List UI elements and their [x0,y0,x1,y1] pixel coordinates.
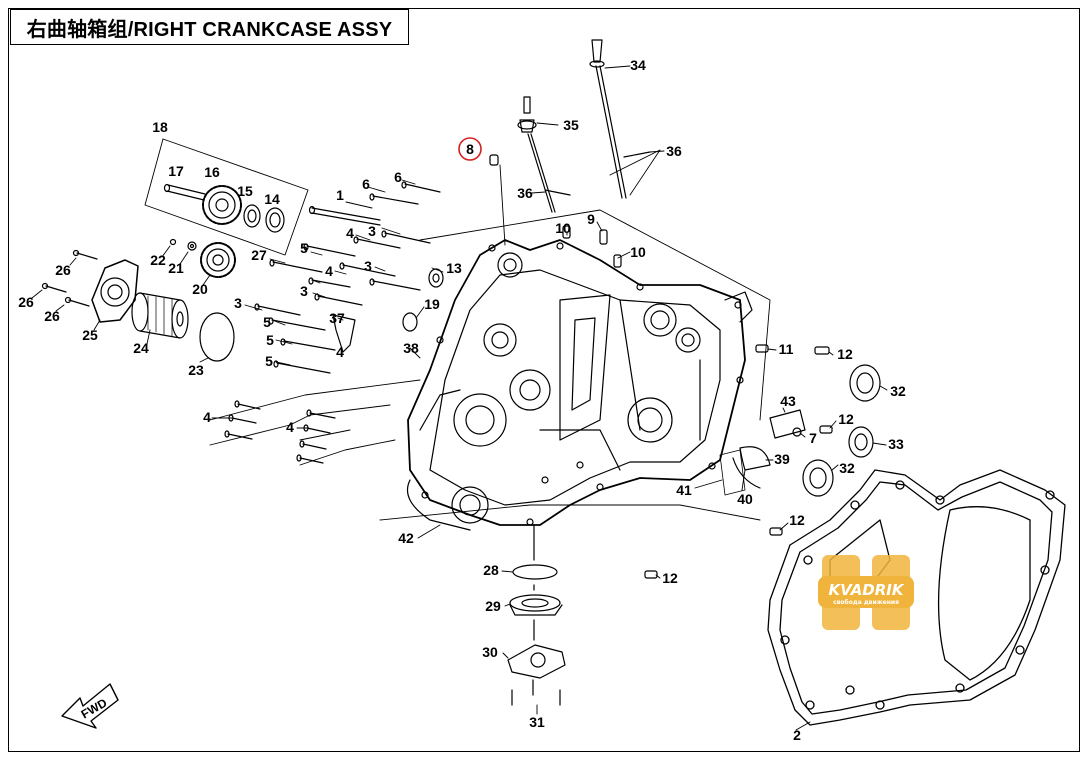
bolts-and-studs [224,154,833,579]
callout-24: 24 [133,340,149,356]
callout-32: 32 [839,460,855,476]
callout-5: 5 [266,332,274,348]
highlight-circle-part-8 [458,137,482,161]
oil-strainer-stack [507,524,566,706]
callout-4: 4 [336,344,344,360]
callout-14: 14 [264,191,280,207]
callout-43: 43 [780,393,796,409]
title-box: 右曲轴箱组/RIGHT CRANKCASE ASSY [10,9,409,45]
bearings [719,364,881,497]
callout-10: 10 [630,244,646,260]
callout-40: 40 [737,491,753,507]
callout-34: 34 [630,57,646,73]
callout-15: 15 [237,183,253,199]
callout-26: 26 [55,262,71,278]
callout-3: 3 [234,295,242,311]
callout-13: 13 [446,260,462,276]
callout-27: 27 [251,247,267,263]
callout-4: 4 [286,419,294,435]
diagram-frame [8,8,1080,752]
callout-5: 5 [300,240,308,256]
callout-12: 12 [789,512,805,528]
callout-25: 25 [82,327,98,343]
callout-12: 12 [838,411,854,427]
leader-lines [31,65,888,731]
callout-20: 20 [192,281,208,297]
callout-32: 32 [890,383,906,399]
callout-35: 35 [563,117,579,133]
callout-7: 7 [809,430,817,446]
callout-6: 6 [394,169,402,185]
callout-10: 10 [555,220,571,236]
callout-12: 12 [837,346,853,362]
callout-12: 12 [662,570,678,586]
oil-filter-assembly [41,249,235,362]
callout-29: 29 [485,598,501,614]
callout-5: 5 [263,314,271,330]
callout-28: 28 [483,562,499,578]
group-outline-bolts [209,149,771,521]
callout-21: 21 [168,260,184,276]
callout-30: 30 [482,644,498,660]
dipstick-and-sensor [517,39,651,213]
callout-33: 33 [888,436,904,452]
callout-2: 2 [793,727,801,743]
callout-17: 17 [168,163,184,179]
callout-9: 9 [587,211,595,227]
callout-38: 38 [403,340,419,356]
callout-3: 3 [300,283,308,299]
callout-1: 1 [336,187,344,203]
gear-assembly [163,183,285,278]
callout-labels: 1 2 3 3 3 3 4 4 4 4 4 5 5 5 5 6 6 7 8 9 … [18,57,906,743]
callout-37: 37 [329,310,345,326]
kvadrik-watermark: KVADRIK свобода движения [818,555,914,630]
callout-26: 26 [44,308,60,324]
callout-36: 36 [666,143,682,159]
fwd-direction-arrow: FWD [61,683,119,729]
callout-3: 3 [368,223,376,239]
callout-39: 39 [774,451,790,467]
callout-4: 4 [346,225,354,241]
callout-42: 42 [398,530,414,546]
callout-4: 4 [203,409,211,425]
right-crankcase [406,239,753,531]
callout-26: 26 [18,294,34,310]
page-title: 右曲轴箱组/RIGHT CRANKCASE ASSY [26,18,393,41]
callout-3: 3 [364,258,372,274]
group-outline-gears [144,138,309,256]
callout-5: 5 [265,353,273,369]
callout-6: 6 [362,176,370,192]
callout-11: 11 [779,341,794,357]
callout-18: 18 [152,119,168,135]
callout-16: 16 [204,164,220,180]
watermark-tagline: свобода движения [833,599,899,606]
callout-41: 41 [676,482,692,498]
callout-31: 31 [529,714,545,730]
crankcase-gasket [767,469,1066,726]
callout-4: 4 [325,263,333,279]
callout-19: 19 [424,296,440,312]
callout-23: 23 [188,362,204,378]
callout-8: 8 [466,141,474,157]
callout-22: 22 [150,252,166,268]
watermark-brand: KVADRIK [828,581,904,599]
callout-36: 36 [517,185,533,201]
